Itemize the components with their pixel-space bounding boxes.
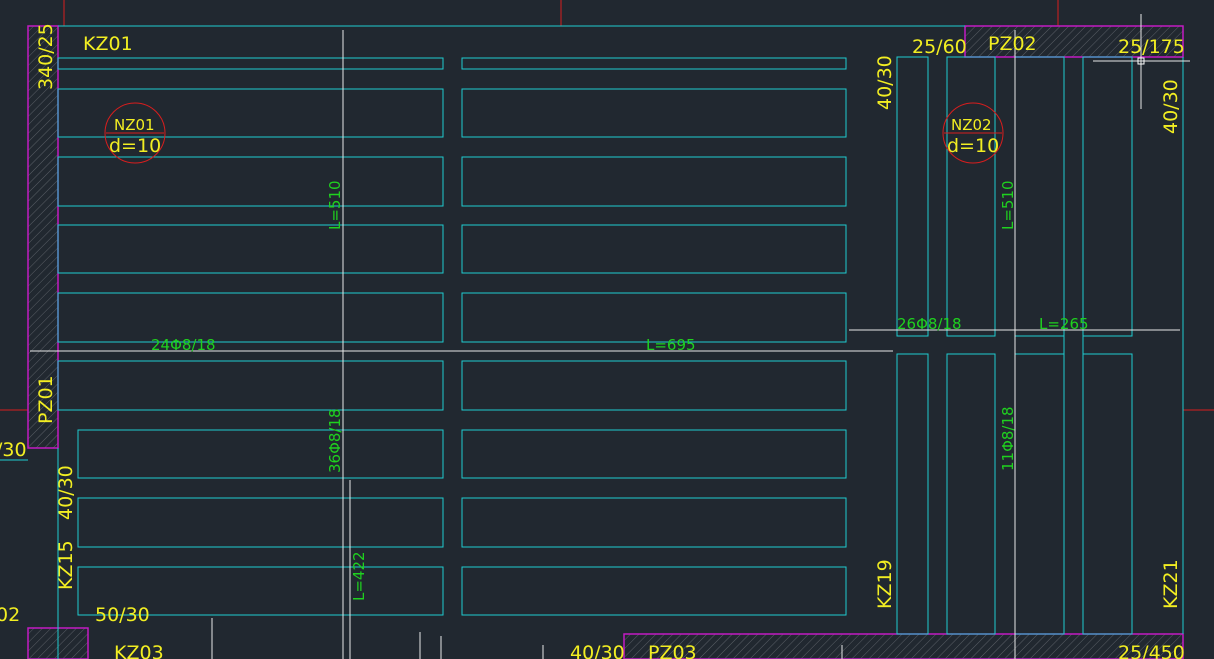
rebar-label-l510-left: L=510 <box>326 180 344 230</box>
rebar-label-26-phi8: 26Φ8/18 <box>897 315 962 333</box>
marker-nz02-name: NZ02 <box>951 116 992 134</box>
rebar-annotations: 24Φ8/18 L=695 26Φ8/18 L=265 L=510 36Φ8/1… <box>151 180 1089 601</box>
label-pz02: PZ02 <box>988 33 1037 55</box>
label-pz03: PZ03 <box>648 642 697 659</box>
label-dim-40-30-left: 40/30 <box>55 465 77 520</box>
rebar-label-36-phi8: 36Φ8/18 <box>326 408 344 473</box>
rebar-label-l422: L=422 <box>350 551 368 601</box>
marker-nz01[interactable]: NZ01 d=10 <box>104 102 166 164</box>
label-dim-25-60: 25/60 <box>912 36 967 58</box>
rebar-bars-left <box>57 57 847 616</box>
grid-lines <box>0 0 1214 411</box>
label-dim-40-30-bottom: 40/30 <box>570 642 625 659</box>
walls <box>27 25 1184 659</box>
label-kz21: KZ21 <box>1160 559 1182 609</box>
rebar-label-24-phi8: 24Φ8/18 <box>151 336 216 354</box>
rebar-bars-right <box>896 56 1133 635</box>
rebar-label-l510-right: L=510 <box>999 180 1017 230</box>
label-dim-25-450: 25/450 <box>1118 642 1185 659</box>
rebar-label-l695: L=695 <box>646 336 696 354</box>
marker-nz01-diameter: d=10 <box>109 135 161 157</box>
label-dim-30-left: /30 <box>0 439 27 461</box>
label-kz15: KZ15 <box>55 540 77 590</box>
marker-nz01-name: NZ01 <box>114 116 155 134</box>
wall-pz01 <box>27 25 59 449</box>
label-dim-02-left: 02 <box>0 604 20 626</box>
element-labels-vertical: 340/25 PZ01 40/30 KZ15 40/30 KZ19 40/30 … <box>35 23 1182 609</box>
label-kz01: KZ01 <box>83 33 133 55</box>
wall-pz02 <box>964 25 1184 58</box>
label-dim-340-25: 340/25 <box>35 23 57 90</box>
rebar-label-11-phi8: 11Φ8/18 <box>999 406 1017 471</box>
element-labels: KZ01 25/60 PZ02 25/175 50/30 KZ03 40/30 … <box>0 33 1185 659</box>
label-kz19: KZ19 <box>874 559 896 609</box>
rebar-label-l265: L=265 <box>1039 315 1089 333</box>
label-kz03: KZ03 <box>114 642 164 659</box>
label-dim-40-30-mid: 40/30 <box>874 55 896 110</box>
slab-outline <box>0 25 1184 659</box>
marker-nz02[interactable]: NZ02 d=10 <box>942 102 1004 164</box>
marker-nz02-diameter: d=10 <box>947 135 999 157</box>
distribution-lines <box>30 30 1180 659</box>
crosshair-cursor-icon <box>1093 14 1190 109</box>
label-dim-40-30-right: 40/30 <box>1160 79 1182 134</box>
wall-pz03 <box>623 633 1184 659</box>
label-pz01: PZ01 <box>35 375 57 424</box>
label-dim-50-30: 50/30 <box>95 604 150 626</box>
label-dim-25-175: 25/175 <box>1118 36 1185 58</box>
